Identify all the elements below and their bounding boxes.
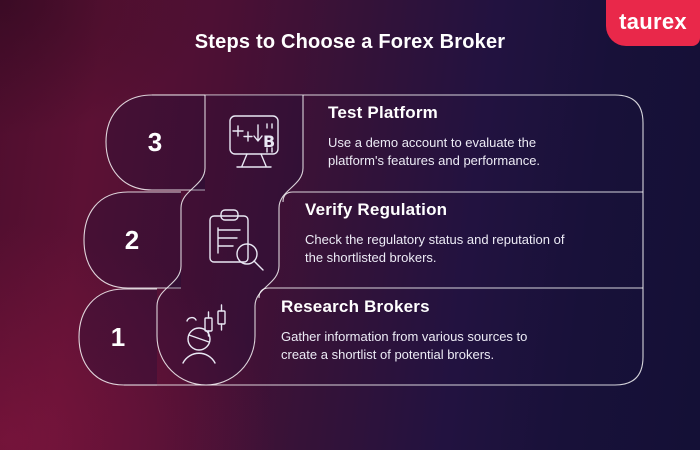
analyst-candlesticks-icon <box>182 304 226 364</box>
step-desc-line: platform's features and performance. <box>328 152 541 168</box>
step-desc-research-brokers: Gather information from various sources … <box>281 328 527 363</box>
step-desc-line: create a shortlist of potential brokers. <box>281 346 495 362</box>
step-desc-line: Gather information from various sources … <box>281 329 528 344</box>
step-number-1: 1 <box>110 322 126 352</box>
page-title: Steps to Choose a Forex Broker <box>194 31 506 53</box>
panel-divider-bottom <box>258 287 643 299</box>
step-desc-verify-regulation: Check the regulatory status and reputati… <box>305 231 564 266</box>
step-number-2: 2 <box>124 225 140 255</box>
step-title-research-brokers: Research Brokers <box>281 297 430 316</box>
step-block-test-platform: Test Platform Use a demo account to eval… <box>328 103 540 169</box>
monitor-crypto-chart-icon: B <box>229 115 279 168</box>
step-title-verify-regulation: Verify Regulation <box>305 200 448 219</box>
step-desc-test-platform: Use a demo account to evaluate the platf… <box>328 134 540 169</box>
step-icons-group: B <box>182 115 279 364</box>
flow-outline-group <box>78 94 644 386</box>
outer-boundary-line <box>124 94 644 386</box>
panel-divider-top <box>282 191 643 203</box>
step-block-research-brokers: Research Brokers Gather information from… <box>281 297 527 363</box>
step-title-test-platform: Test Platform <box>328 103 438 122</box>
step-number-3: 3 <box>147 127 163 157</box>
step-desc-line: the shortlisted brokers. <box>305 249 437 265</box>
brand-logo: taurex <box>606 0 700 46</box>
step-desc-line: Check the regulatory status and reputati… <box>305 232 565 247</box>
step-desc-line: Use a demo account to evaluate the <box>328 135 537 150</box>
step3-number-bubble <box>105 94 205 191</box>
step1-number-bubble <box>78 288 157 386</box>
step-block-verify-regulation: Verify Regulation Check the regulatory s… <box>305 200 564 266</box>
svg-text:B: B <box>263 132 275 151</box>
step2-number-bubble <box>83 191 181 289</box>
brand-logo-text: taurex <box>619 8 687 34</box>
clipboard-search-icon <box>209 209 264 271</box>
